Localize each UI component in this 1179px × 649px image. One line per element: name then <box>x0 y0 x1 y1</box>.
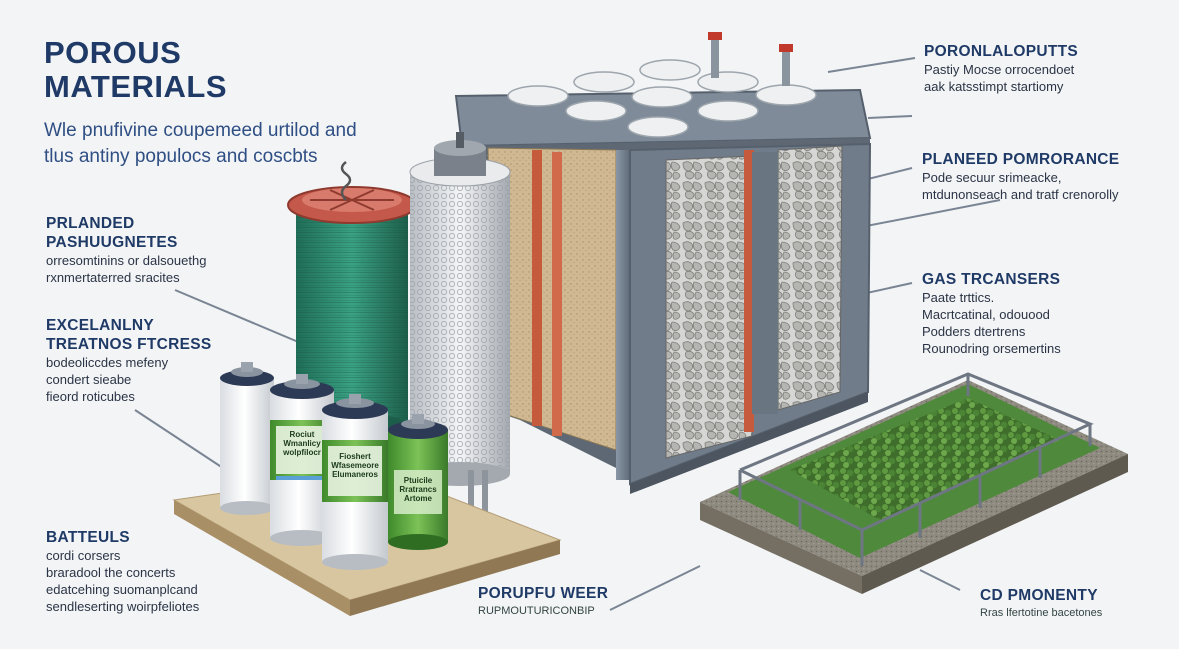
page-subtitle: Wle pnufivine coupemeed urtilod and tlus… <box>44 118 357 170</box>
can-label-line: Fioshert <box>339 452 371 461</box>
label-text: fieord roticubes <box>46 389 135 404</box>
label-text: RUPMOUTURICONBIP <box>478 605 595 617</box>
label-heading: GAS TRCANSERS <box>922 271 1061 288</box>
label-heading: EXCELANLNY <box>46 317 155 334</box>
label-heading: BATTEULS <box>46 529 130 546</box>
label-batteuls: BATTEULS cordi corsers braradool the con… <box>46 528 199 615</box>
label-text: aak katsstimpt startiomy <box>924 79 1064 94</box>
label-text: edatcehing suomanplcand <box>46 582 198 597</box>
label-heading: PLANEED POMRORANCE <box>922 151 1120 168</box>
label-excelanlny: EXCELANLNY TREATNOS FTCRESS bodeoliccdes… <box>46 316 212 405</box>
can-label-line: Wmanlicy <box>283 439 321 448</box>
can-label-3: Ptuicile Rratrancs Artome <box>385 476 451 503</box>
green-roof-block <box>700 372 1128 594</box>
label-text: rxnmertaterred sracites <box>46 270 180 285</box>
label-heading: PORONLALOPUTTS <box>924 43 1079 60</box>
label-text: bodeoliccdes mefeny <box>46 355 169 370</box>
subtitle-line-1: Wle pnufivine coupemeed urtilod and <box>44 120 357 141</box>
subtitle-line-2: tlus antiny populocs and coscbts <box>44 146 318 167</box>
title-line-1: POROUS <box>44 35 182 70</box>
label-text: braradool the concerts <box>46 565 176 580</box>
label-text: mtdunonseach and tratf crenorolly <box>922 187 1119 202</box>
cans <box>220 362 448 570</box>
label-text: Macrtcatinal, odouood <box>922 307 1050 322</box>
label-text: Rras lfertotine bacetones <box>980 607 1103 619</box>
title-line-2: MATERIALS <box>44 69 228 104</box>
label-gas: GAS TRCANSERS Paate trttics. Macrtcatina… <box>922 270 1061 357</box>
can-label-line: Rociut <box>289 430 315 439</box>
label-heading: CD PMONENTY <box>980 587 1098 604</box>
page-title: POROUS MATERIALS <box>44 36 227 104</box>
label-porupfu: PORUPFU WEER RUPMOUTURICONBIP <box>478 584 608 620</box>
label-text: sendleserting woirpfeliotes <box>46 599 200 614</box>
label-planeed: PLANEED POMRORANCE Pode secuur srimeacke… <box>922 150 1119 203</box>
can-label-2: Fioshert Wfasemeore Elumaneros <box>322 452 388 479</box>
can-label-1: Rociut Wmanlicy wolpfilocr <box>269 430 335 457</box>
label-text: Pastiy Mocse orrocendoet <box>924 62 1075 77</box>
can-label-line: Wfasemeore <box>331 461 379 470</box>
can-label-line: Artome <box>403 494 432 503</box>
label-pluanded: PRLANDED PASHUUGNETES orresomtinins or d… <box>46 214 206 286</box>
filter-box <box>454 32 872 494</box>
label-heading: TREATNOS FTCRESS <box>46 336 212 353</box>
label-text: cordi corsers <box>46 548 121 563</box>
can-label-line: Ptuicile <box>403 476 433 485</box>
can-label-line: Elumaneros <box>332 470 378 479</box>
label-heading: PASHUUGNETES <box>46 234 178 251</box>
label-heading: PRLANDED <box>46 215 135 232</box>
label-cd: CD PMONENTY Rras lfertotine bacetones <box>980 586 1102 622</box>
label-text: orresomtinins or dalsouethg <box>46 253 207 268</box>
label-poronlaloputts: PORONLALOPUTTS Pastiy Mocse orrocendoet … <box>924 42 1078 95</box>
label-text: Rounodring orsemertins <box>922 341 1061 356</box>
label-heading: PORUPFU WEER <box>478 585 609 602</box>
label-text: Podders dtertrens <box>922 324 1026 339</box>
label-text: condert sieabe <box>46 372 132 387</box>
label-text: Paate trttics. <box>922 290 995 305</box>
can-label-line: wolpfilocr <box>283 448 321 457</box>
label-text: Pode secuur srimeacke, <box>922 170 1062 185</box>
can-label-line: Rratrancs <box>399 485 437 494</box>
